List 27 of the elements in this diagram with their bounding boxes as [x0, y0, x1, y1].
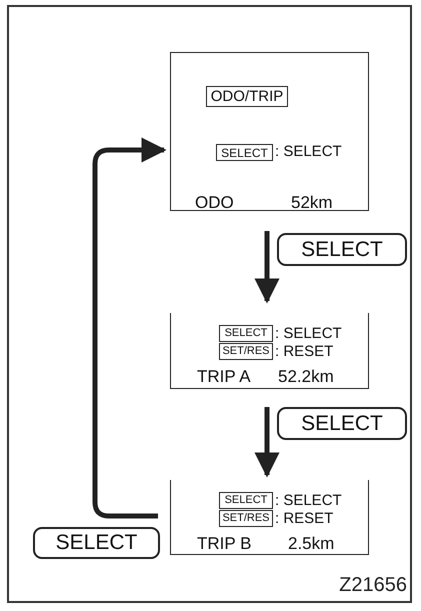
display-text: 52.2km — [278, 368, 334, 385]
display-text: TRIP B — [197, 535, 252, 552]
key-symbol: SELECT — [216, 144, 273, 161]
arrow — [254, 407, 280, 478]
display-text: : SELECT — [275, 326, 342, 341]
button-label: SELECT — [33, 527, 160, 559]
display-text: : RESET — [275, 511, 334, 526]
key-symbol: SELECT — [219, 325, 273, 342]
display-text: : SELECT — [275, 493, 342, 508]
display-screen — [170, 480, 369, 555]
display-text: : SELECT — [275, 144, 342, 159]
key-symbol: SELECT — [219, 492, 273, 509]
arrow — [92, 138, 166, 518]
arrow — [254, 231, 280, 304]
display-screen — [170, 313, 369, 389]
figure-code: Z21656 — [339, 574, 407, 597]
display-text: TRIP A — [197, 368, 251, 385]
button-label: SELECT — [277, 407, 407, 440]
button-label: SELECT — [277, 233, 407, 266]
display-text: ODO — [195, 194, 234, 211]
display-screen — [170, 52, 369, 211]
display-text: 2.5km — [288, 535, 334, 552]
key-symbol: ODO/TRIP — [206, 86, 288, 107]
display-text: : RESET — [275, 344, 334, 359]
key-symbol: SET/RES — [219, 343, 273, 360]
display-text: 52km — [291, 194, 333, 211]
key-symbol: SET/RES — [219, 510, 273, 527]
